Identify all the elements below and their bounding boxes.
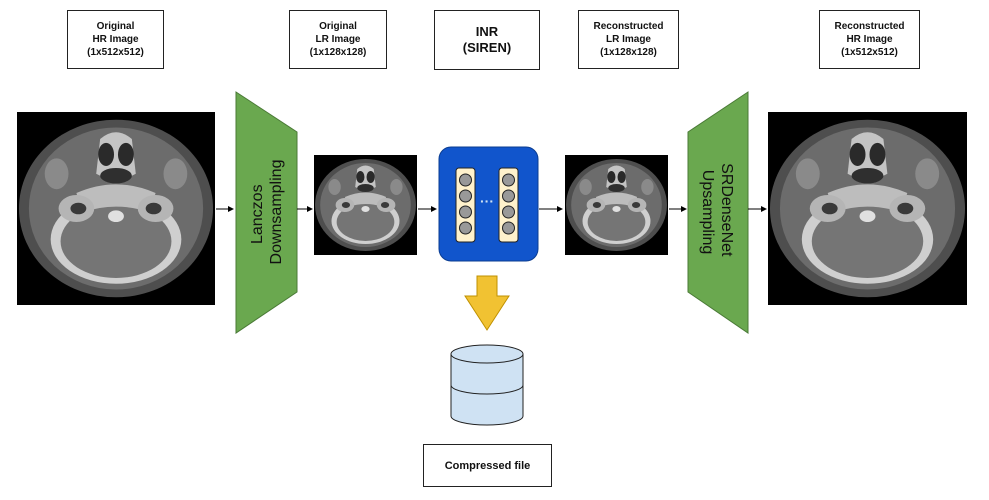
- label-compressed-file: Compressed file: [423, 444, 552, 487]
- neuron-column-left: [455, 167, 476, 243]
- ct-image-reconstructed-lr: [565, 155, 668, 255]
- neuron: [459, 173, 472, 187]
- down-arrow-icon: [464, 275, 510, 331]
- network-ellipsis: ···: [480, 193, 494, 209]
- neuron: [502, 221, 515, 235]
- label-inr: INR (SIREN): [434, 10, 540, 70]
- neuron: [459, 189, 472, 203]
- inr-network-block: ···: [438, 146, 539, 262]
- ct-image-original-lr: [314, 155, 417, 255]
- upsampling-block-label: SRDenseNet Upsampling: [699, 163, 735, 261]
- ct-image-reconstructed-hr: [768, 112, 967, 305]
- ct-image-original-hr: [17, 112, 215, 305]
- neuron: [459, 221, 472, 235]
- database-icon: [450, 344, 524, 426]
- neuron: [502, 189, 515, 203]
- neuron: [459, 205, 472, 219]
- downsampling-block: [235, 91, 298, 334]
- neuron: [502, 205, 515, 219]
- neuron-column-right: [498, 167, 519, 243]
- label-original-hr: Original HR Image (1x512x512): [67, 10, 164, 69]
- label-reconstructed-lr: Reconstructed LR Image (1x128x128): [578, 10, 679, 69]
- label-reconstructed-hr: Reconstructed HR Image (1x512x512): [819, 10, 920, 69]
- upsampling-block: [687, 91, 749, 334]
- neuron: [502, 173, 515, 187]
- downsampling-block-label: Lanczos Downsampling: [249, 160, 285, 265]
- label-original-lr: Original LR Image (1x128x128): [289, 10, 387, 69]
